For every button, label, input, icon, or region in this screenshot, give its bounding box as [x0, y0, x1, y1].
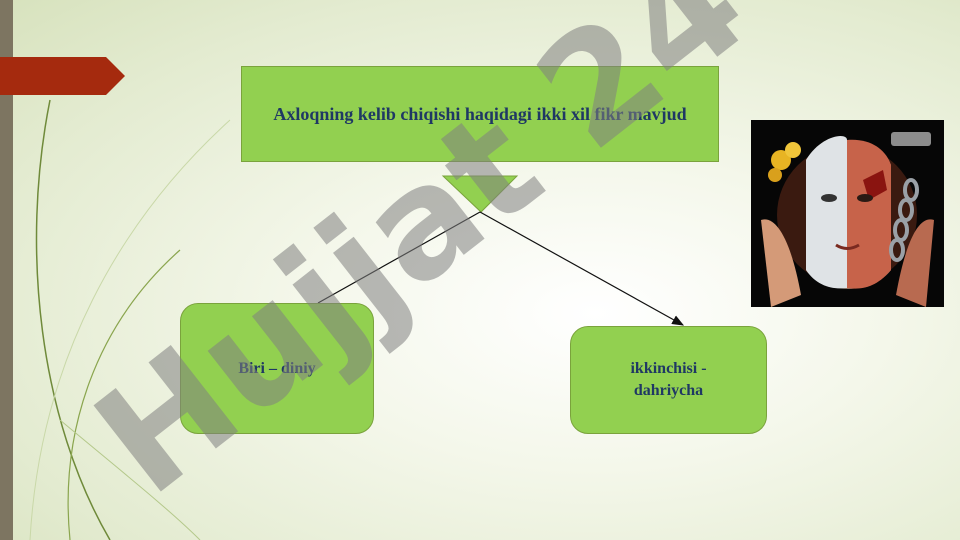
left-box: Biri – diniy [180, 303, 374, 434]
connector-left-line [317, 211, 481, 304]
right-box-text: ikkinchisi - dahriycha [630, 360, 707, 399]
top-box: Axloqning kelib chiqishi haqidagi ikki x… [241, 66, 719, 162]
left-sidebar-strip [0, 0, 13, 540]
down-arrow-shape [441, 175, 519, 213]
top-box-text: Axloqning kelib chiqishi haqidagi ikki x… [273, 104, 687, 124]
connector-right-line [479, 211, 685, 326]
mask-face-chains-picture [751, 120, 944, 307]
left-box-text: Biri – diniy [238, 359, 316, 377]
accent-arrow-tab [0, 57, 125, 95]
right-box: ikkinchisi - dahriycha [570, 326, 767, 434]
